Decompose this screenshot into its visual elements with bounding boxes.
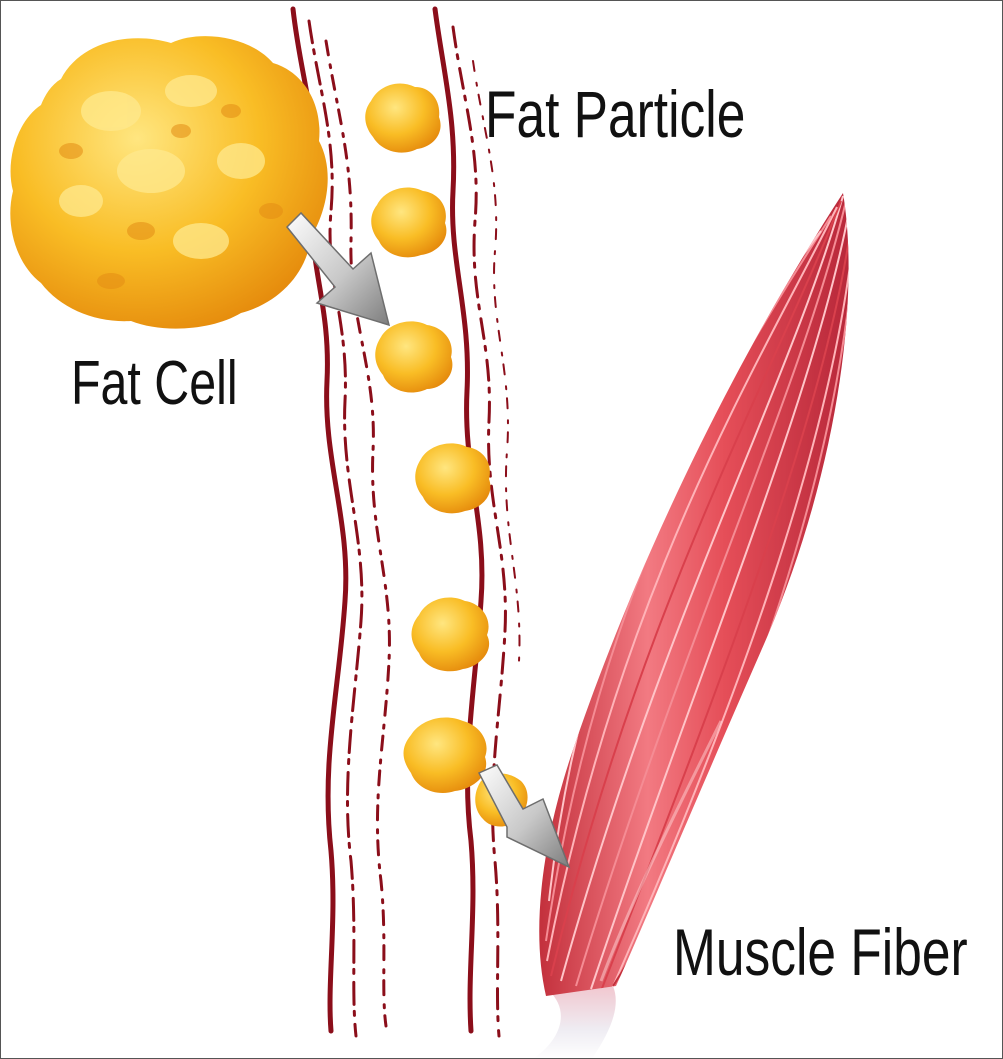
fat-cell-label: Fat Cell xyxy=(71,353,238,415)
fat-particle-icon xyxy=(371,187,446,257)
fat-particle-label: Fat Particle xyxy=(485,81,745,147)
blood-vessel-icon xyxy=(293,9,519,1036)
fat-particle-icon xyxy=(375,321,452,392)
fat-particle-icon xyxy=(415,443,490,513)
fat-particle-icon xyxy=(412,597,490,671)
fat-particle-icon xyxy=(404,717,487,793)
muscle-fiber-label: Muscle Fiber xyxy=(673,919,968,985)
fat-particle-icon xyxy=(365,83,440,152)
fat-cell-icon xyxy=(10,36,327,328)
